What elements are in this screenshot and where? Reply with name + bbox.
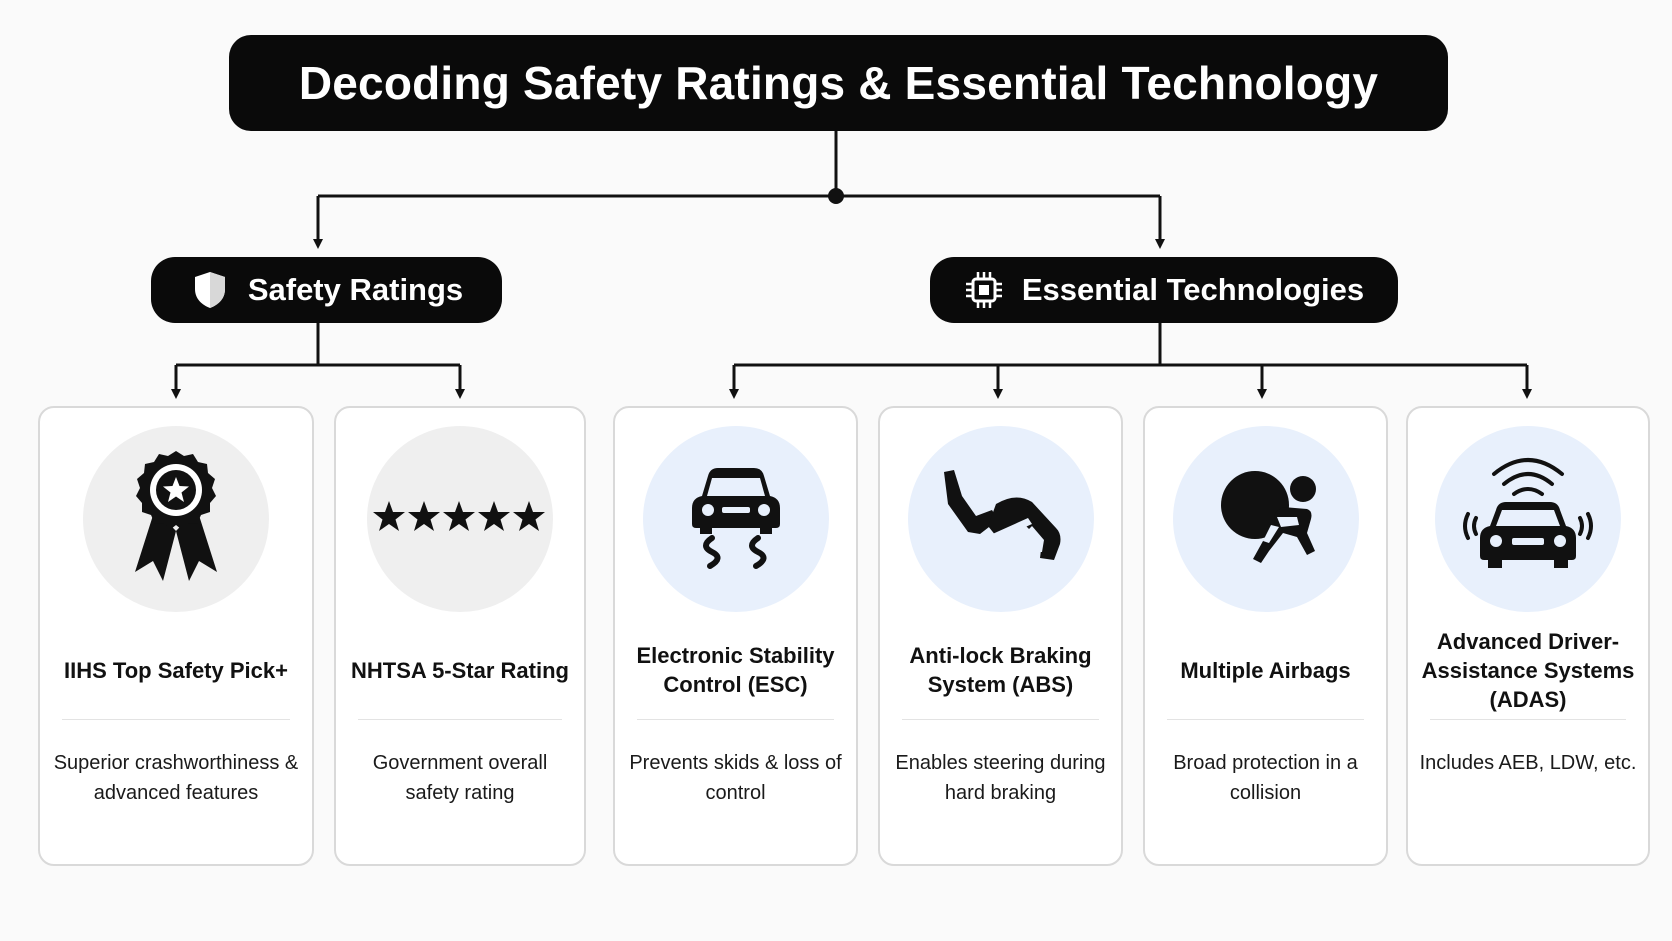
category-label: Safety Ratings	[247, 272, 464, 307]
card-title: Advanced Driver-Assistance Systems (ADAS…	[1421, 628, 1635, 712]
title-banner: Decoding Safety Ratings & Essential Tech…	[229, 35, 1448, 131]
chip-icon	[964, 270, 1004, 310]
card-divider	[902, 719, 1099, 720]
icon-circle	[367, 426, 553, 612]
card-divider	[637, 719, 834, 720]
card-title: NHTSA 5-Star Rating	[351, 657, 569, 683]
card-description: Prevents skids & loss of control	[629, 752, 842, 804]
brake-pedal-icon	[936, 462, 1066, 577]
category-safety-ratings: Safety Ratings	[151, 257, 502, 323]
card-anti-lock-braking-system: Anti-lock Braking System (ABS) Enables s…	[878, 406, 1123, 866]
card-title: Multiple Airbags	[1180, 657, 1351, 683]
card-description: Includes AEB, LDW, etc.	[1419, 752, 1637, 774]
card-advanced-driver-assistance-systems: Advanced Driver-Assistance Systems (ADAS…	[1406, 406, 1650, 866]
card-iihs-top-safety-pick: IIHS Top Safety Pick+ Superior crashwort…	[38, 406, 314, 866]
card-title: Anti-lock Braking System (ABS)	[909, 643, 1092, 697]
skidding-car-icon	[686, 462, 786, 577]
shield-icon	[190, 270, 230, 310]
card-description: Enables steering during hard braking	[895, 752, 1106, 804]
page-title: Decoding Safety Ratings & Essential Tech…	[298, 57, 1379, 109]
connector-junction-dot	[828, 188, 844, 204]
card-electronic-stability-control: Electronic Stability Control (ESC) Preve…	[613, 406, 858, 866]
icon-circle	[907, 426, 1094, 612]
card-title: Electronic Stability Control (ESC)	[636, 643, 835, 697]
card-multiple-airbags: Multiple Airbags Broad protection in a c…	[1143, 406, 1388, 866]
icon-circle	[642, 426, 829, 612]
card-divider	[1430, 719, 1626, 720]
airbag-icon	[1211, 467, 1321, 572]
category-label: Essential Technologies	[1021, 272, 1365, 307]
card-divider	[1167, 719, 1364, 720]
category-essential-technologies: Essential Technologies	[930, 257, 1398, 323]
award-ribbon-icon	[121, 447, 231, 592]
card-title: IIHS Top Safety Pick+	[64, 657, 288, 683]
icon-circle	[83, 426, 269, 612]
card-description: Government overall safety rating	[372, 752, 548, 804]
card-divider	[358, 719, 562, 720]
card-nhtsa-5-star-rating: NHTSA 5-Star Rating Government overall s…	[334, 406, 586, 866]
icon-circle	[1435, 426, 1621, 612]
icon-circle	[1172, 426, 1359, 612]
card-divider	[62, 719, 290, 720]
car-sensors-icon	[1458, 452, 1598, 587]
card-description: Broad protection in a collision	[1173, 752, 1358, 804]
five-stars-icon	[372, 500, 548, 539]
card-description: Superior crashworthiness & advanced feat…	[53, 752, 299, 804]
